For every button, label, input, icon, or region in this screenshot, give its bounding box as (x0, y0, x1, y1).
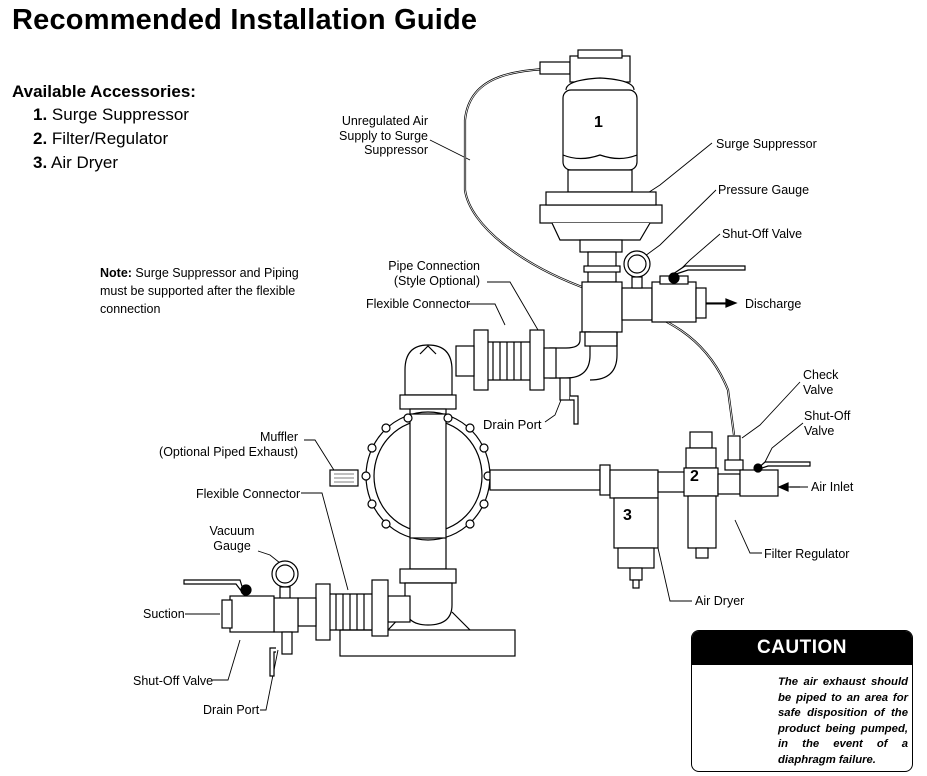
label-vacuum-gauge: Vacuum Gauge (202, 524, 262, 553)
label-shutoff-valve-bottom: Shut-Off Valve (133, 674, 214, 688)
label-drain-port-bottom: Drain Port (203, 703, 260, 717)
label-flexible-connector-top: Flexible Connector (366, 297, 471, 311)
label-line: Pipe Connection (388, 259, 480, 273)
accessory-item: 2. Filter/Regulator (33, 129, 168, 149)
accessory-label: Air Dryer (50, 153, 119, 172)
diaphragm-pump-icon (339, 344, 516, 657)
note-prefix: Note: (100, 266, 132, 280)
label-line: Suppressor (364, 143, 428, 157)
label-line: Valve (804, 423, 835, 438)
label-line: Vacuum (209, 524, 255, 538)
label-line: Check (803, 368, 839, 382)
accessory-number: 2. (33, 129, 48, 148)
label-filter-regulator: Filter Regulator (764, 547, 850, 561)
label-shutoff-valve-right: Shut-Off Valve (804, 409, 850, 438)
label-discharge: Discharge (745, 297, 802, 311)
label-line: (Style Optional) (393, 273, 480, 288)
filter-regulator-icon (683, 431, 719, 559)
label-line: Unregulated Air (341, 114, 428, 128)
check-valve-icon (727, 435, 741, 463)
caution-heading: CAUTION (692, 631, 912, 665)
support-note: Note: Surge Suppressor and Piping must b… (100, 264, 300, 318)
label-line: Muffler (260, 430, 298, 444)
label-line: (Optional Piped Exhaust) (159, 444, 298, 459)
label-line: Valve (803, 382, 834, 397)
label-check-valve: Check Valve (803, 368, 838, 397)
label-muffler: Muffler (Optional Piped Exhaust) (150, 430, 298, 459)
shutoff-valve-icon (739, 461, 811, 497)
label-surge-suppressor: Surge Suppressor (716, 137, 817, 151)
air-dryer-icon (609, 469, 659, 589)
accessory-number-three: 3 (623, 507, 632, 524)
label-pipe-connection: Pipe Connection (Style Optional) (367, 259, 480, 288)
leader-lines (185, 139, 808, 711)
flexible-connector-icon (473, 329, 530, 391)
label-air-inlet: Air Inlet (811, 480, 854, 494)
accessory-item: 1. Surge Suppressor (33, 105, 189, 125)
note-text: Surge Suppressor and Piping must be supp… (100, 266, 299, 316)
accessory-number-two: 2 (690, 468, 699, 485)
caution-panel: CAUTION The air exhaust should be piped … (691, 630, 913, 772)
label-unregulated-air: Unregulated Air Supply to Surge Suppress… (323, 114, 428, 158)
accessory-label: Filter/Regulator (51, 129, 169, 148)
caution-text: The air exhaust should be piped to an ar… (778, 676, 908, 766)
accessory-item: 3. Air Dryer (33, 153, 118, 173)
accessories-heading: Available Accessories: (12, 82, 196, 101)
shutoff-valve-icon (651, 265, 746, 323)
accessory-number-one: 1 (594, 114, 603, 131)
page-title: Recommended Installation Guide (12, 4, 478, 36)
surge-suppressor-icon (539, 49, 663, 253)
accessory-label: Surge Suppressor (51, 105, 189, 124)
label-drain-port-top: Drain Port (483, 417, 542, 432)
label-flexible-connector-bottom: Flexible Connector (196, 487, 301, 501)
label-air-dryer: Air Dryer (695, 594, 745, 608)
label-line: Shut-Off (804, 409, 851, 423)
accessory-number: 1. (33, 105, 48, 124)
shutoff-valve-icon (183, 579, 275, 633)
label-suction: Suction (143, 607, 185, 621)
label-shutoff-valve-top: Shut-Off Valve (722, 227, 803, 241)
accessory-number: 3. (33, 153, 48, 172)
label-line: Supply to Surge (339, 128, 428, 143)
label-pressure-gauge: Pressure Gauge (718, 183, 810, 197)
label-line: Gauge (213, 538, 251, 553)
